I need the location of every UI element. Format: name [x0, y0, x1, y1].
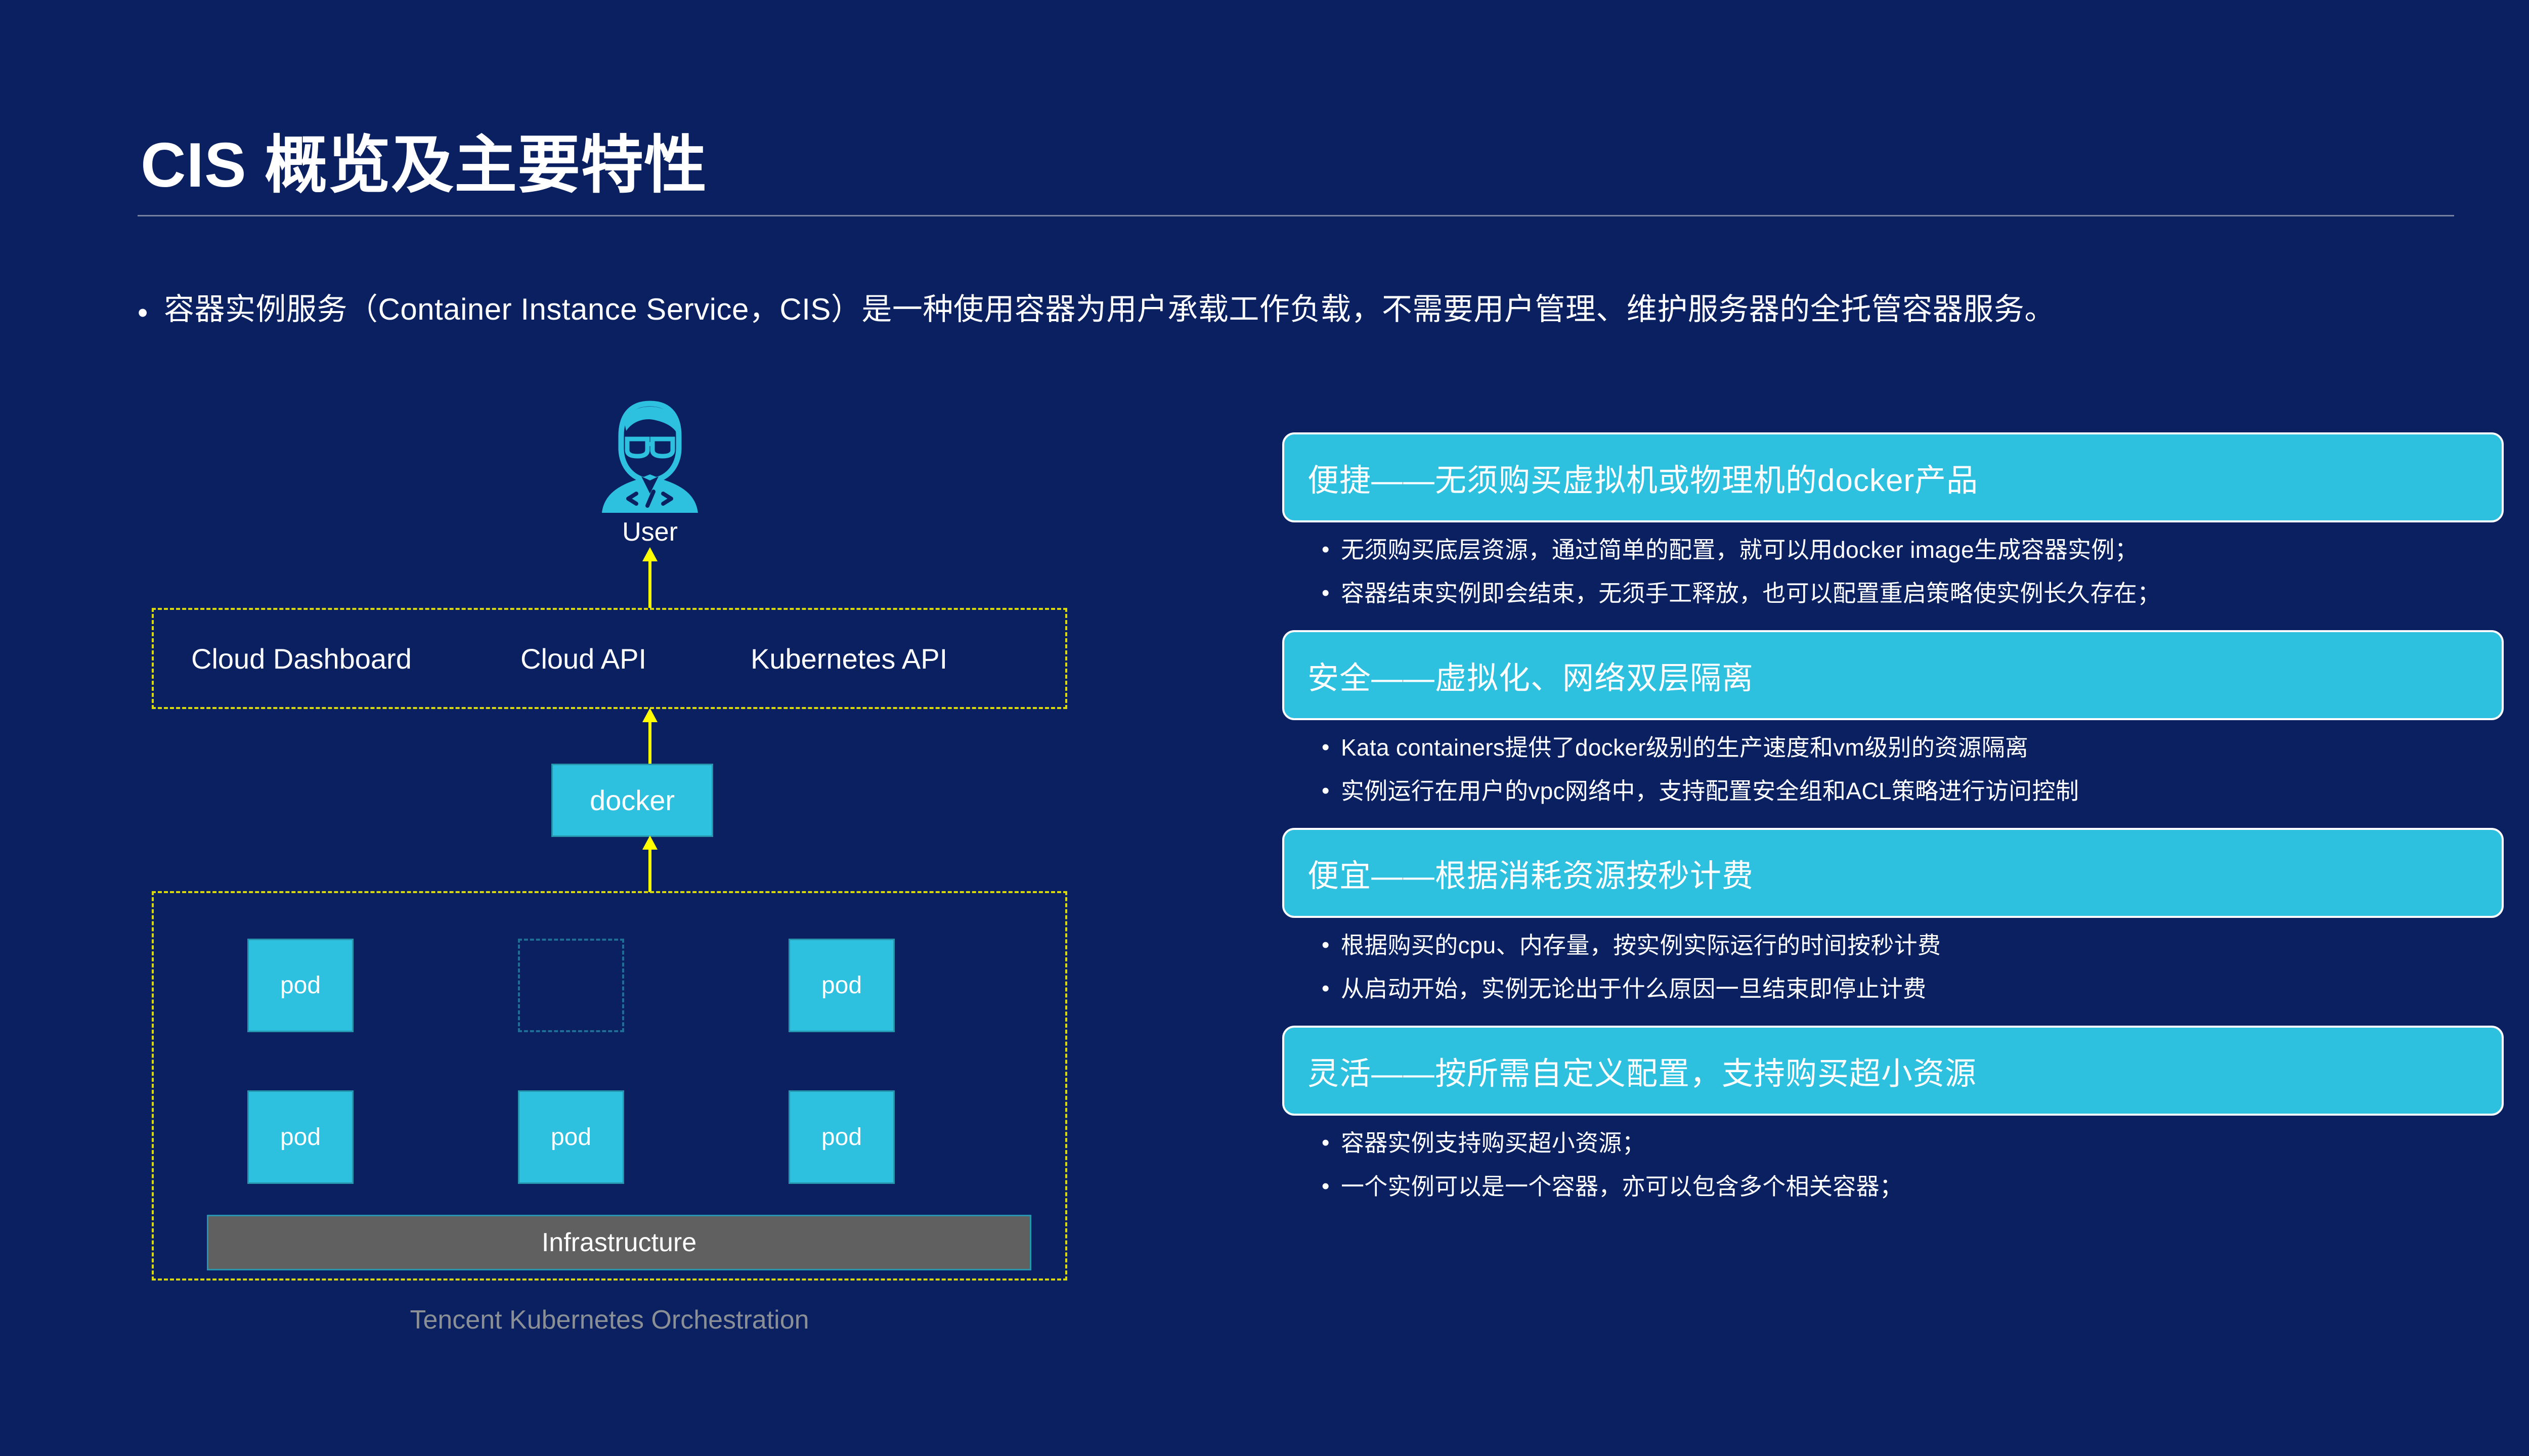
tko-box: pod pod pod pod pod Infrastructure — [152, 891, 1067, 1281]
pod-node[interactable]: pod — [789, 1090, 895, 1184]
feature-bullet-text: 无须购买底层资源，通过简单的配置，就可以用docker image生成容器实例； — [1341, 537, 2139, 563]
feature-card-secure[interactable]: 安全——虚拟化、网络双层隔离 — [1282, 630, 2504, 720]
page-title: CIS 概览及主要特性 — [141, 130, 708, 200]
feature-group: 安全——虚拟化、网络双层隔离 • Kata containers提供了docke… — [1282, 630, 2504, 817]
arrow-tko-to-docker-icon — [642, 835, 658, 892]
bullet-glyph: • — [1322, 580, 1330, 605]
feature-bullet-item: • 实例运行在用户的vpc网络中，支持配置安全组和ACL策略进行访问控制 — [1322, 777, 2504, 806]
pod-placeholder[interactable] — [518, 939, 624, 1032]
feature-title: 安全——虚拟化、网络双层隔离 — [1307, 661, 1754, 696]
bullet-glyph: • — [1322, 537, 1330, 562]
feature-bullet-text: 容器实例支持购买超小资源； — [1341, 1130, 1645, 1156]
developer-avatar-icon — [602, 401, 698, 513]
diagram-caption: Tencent Kubernetes Orchestration — [410, 1305, 809, 1335]
bullet-glyph: • — [1322, 933, 1330, 957]
feature-bullet-item: • 无须购买底层资源，通过简单的配置，就可以用docker image生成容器实… — [1322, 536, 2504, 565]
bullet-glyph: • — [1322, 976, 1330, 1001]
feature-bullets: • 容器实例支持购买超小资源； • 一个实例可以是一个容器，亦可以包含多个相关容… — [1282, 1116, 2504, 1212]
feature-bullet-item: • 容器结束实例即会结束，无须手工释放，也可以配置重启策略使实例长久存在； — [1322, 579, 2504, 608]
feature-bullet-item: • Kata containers提供了docker级别的生产速度和vm级别的资… — [1322, 733, 2504, 763]
feature-bullets: • 根据购买的cpu、内存量，按实例实际运行的时间按秒计费 • 从启动开始，实例… — [1282, 918, 2504, 1014]
feature-bullet-text: 根据购买的cpu、内存量，按实例实际运行的时间按秒计费 — [1341, 932, 1941, 958]
arrow-api-to-user-icon — [642, 547, 658, 608]
spacer — [1282, 817, 2504, 828]
api-item-kubernetes-api[interactable]: Kubernetes API — [751, 642, 948, 675]
feature-list: 便捷——无须购买虚拟机或物理机的docker产品 • 无须购买底层资源，通过简单… — [1282, 432, 2504, 1212]
feature-card-flexible[interactable]: 灵活——按所需自定义配置，支持购买超小资源 — [1282, 1026, 2504, 1116]
user-label: User — [622, 517, 678, 547]
feature-bullet-item: • 从启动开始，实例无论出于什么原因一旦结束即停止计费 — [1322, 975, 2504, 1004]
feature-bullet-text: 实例运行在用户的vpc网络中，支持配置安全组和ACL策略进行访问控制 — [1341, 777, 2079, 804]
feature-title: 便捷——无须购买虚拟机或物理机的docker产品 — [1307, 463, 1979, 498]
infrastructure-bar: Infrastructure — [207, 1215, 1031, 1270]
intro-bullet-glyph: • — [138, 296, 148, 329]
feature-bullet-text: 从启动开始，实例无论出于什么原因一旦结束即停止计费 — [1341, 975, 1927, 1002]
pod-node[interactable]: pod — [518, 1090, 624, 1184]
feature-group: 便捷——无须购买虚拟机或物理机的docker产品 • 无须购买底层资源，通过简单… — [1282, 432, 2504, 619]
pod-node[interactable]: pod — [247, 939, 354, 1032]
feature-bullet-text: Kata containers提供了docker级别的生产速度和vm级别的资源隔… — [1341, 734, 2029, 761]
architecture-diagram: User Cloud Dashboard Cloud API Kubernete… — [152, 400, 1214, 1401]
feature-group: 便宜——根据消耗资源按秒计费 • 根据购买的cpu、内存量，按实例实际运行的时间… — [1282, 828, 2504, 1014]
bullet-glyph: • — [1322, 778, 1330, 803]
bullet-glyph: • — [1322, 1173, 1330, 1199]
user-node: User — [566, 400, 733, 547]
arrow-docker-to-api-icon — [642, 708, 658, 765]
docker-node[interactable]: docker — [551, 764, 713, 837]
feature-bullets: • 无须购买底层资源，通过简单的配置，就可以用docker image生成容器实… — [1282, 522, 2504, 619]
spacer — [1282, 1014, 2504, 1026]
api-item-cloud-dashboard[interactable]: Cloud Dashboard — [191, 642, 412, 675]
pod-node[interactable]: pod — [247, 1090, 354, 1184]
feature-bullet-text: 容器结束实例即会结束，无须手工释放，也可以配置重启策略使实例长久存在； — [1341, 580, 2161, 606]
feature-card-cheap[interactable]: 便宜——根据消耗资源按秒计费 — [1282, 828, 2504, 918]
feature-group: 灵活——按所需自定义配置，支持购买超小资源 • 容器实例支持购买超小资源； • … — [1282, 1026, 2504, 1212]
api-layer-box: Cloud Dashboard Cloud API Kubernetes API — [152, 608, 1067, 709]
title-divider — [138, 215, 2454, 216]
feature-bullet-item: • 根据购买的cpu、内存量，按实例实际运行的时间按秒计费 — [1322, 931, 2504, 960]
feature-bullet-item: • 容器实例支持购买超小资源； — [1322, 1129, 2504, 1158]
feature-bullet-text: 一个实例可以是一个容器，亦可以包含多个相关容器； — [1341, 1173, 1903, 1200]
pod-node[interactable]: pod — [789, 939, 895, 1032]
feature-bullet-item: • 一个实例可以是一个容器，亦可以包含多个相关容器； — [1322, 1172, 2504, 1202]
bullet-glyph: • — [1322, 1130, 1330, 1155]
intro-text: 容器实例服务（Container Instance Service，CIS）是一… — [164, 292, 2055, 326]
spacer — [1282, 619, 2504, 630]
feature-bullets: • Kata containers提供了docker级别的生产速度和vm级别的资… — [1282, 720, 2504, 817]
feature-title: 灵活——按所需自定义配置，支持购买超小资源 — [1307, 1056, 1977, 1091]
bullet-glyph: • — [1322, 735, 1330, 760]
feature-title: 便宜——根据消耗资源按秒计费 — [1307, 859, 1754, 894]
feature-card-convenient[interactable]: 便捷——无须购买虚拟机或物理机的docker产品 — [1282, 432, 2504, 522]
intro-paragraph: • 容器实例服务（Container Instance Service，CIS）… — [138, 289, 2464, 330]
api-item-cloud-api[interactable]: Cloud API — [520, 642, 647, 675]
